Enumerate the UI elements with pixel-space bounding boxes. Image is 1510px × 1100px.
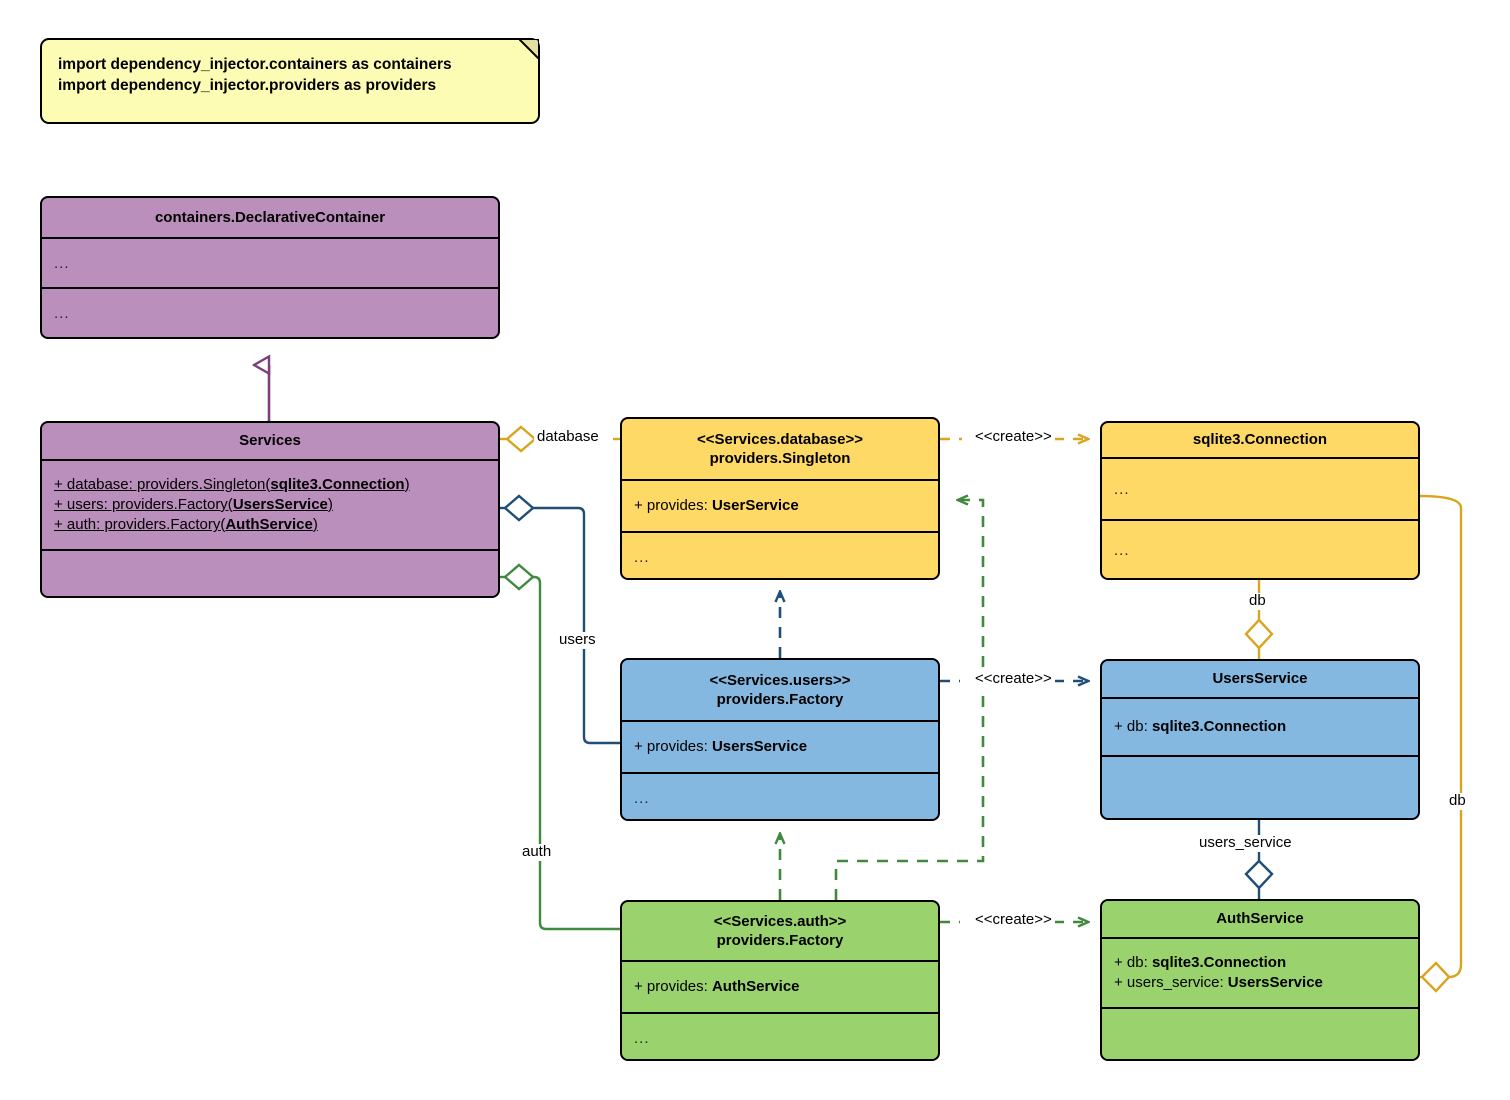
class-attributes-section: + db: sqlite3.Connection <box>1102 699 1418 757</box>
class-operations-section: ... <box>622 1014 938 1059</box>
attribute-row-auth: + auth: providers.Factory(AuthService) <box>54 515 486 535</box>
attr-suffix: ) <box>404 475 410 493</box>
class-sqlite3-connection[interactable]: sqlite3.Connection ... ... <box>1100 421 1420 580</box>
attribute-row-provides: + provides: UserService <box>634 496 926 516</box>
class-users-service[interactable]: UsersService + db: sqlite3.Connection <box>1100 659 1420 820</box>
attr-prefix: + auth: providers.Factory( <box>54 516 226 534</box>
class-operations-section: ... <box>42 289 498 337</box>
attribute-row-provides: + provides: UsersService <box>634 737 926 757</box>
class-operations-section <box>1102 1009 1418 1058</box>
note-line-2: import dependency_injector.providers as … <box>58 77 437 95</box>
attr-prefix: + users_service: <box>1114 974 1228 991</box>
edge-aggregation-usersservice-authservice <box>1244 820 1274 899</box>
attr-type: sqlite3.Connection <box>270 475 405 493</box>
class-operations-section <box>1102 757 1418 817</box>
class-title: AuthService <box>1216 910 1304 928</box>
attr-type: UsersService <box>232 495 328 513</box>
operations-ellipsis: ... <box>634 790 650 807</box>
class-stereotype: <<Services.database>> <box>697 430 863 448</box>
class-attributes-section: + provides: UserService <box>622 481 938 533</box>
attr-prefix: + db: <box>1114 717 1152 735</box>
class-title-section: sqlite3.Connection <box>1102 423 1418 459</box>
attr-suffix: ) <box>312 516 318 534</box>
class-services-database[interactable]: <<Services.database>> providers.Singleto… <box>620 417 940 580</box>
edge-label-create-database: <<create>> <box>972 428 1055 446</box>
note-line-1: import dependency_injector.containers as… <box>58 56 452 73</box>
attribute-row-provides: + provides: AuthService <box>634 977 926 997</box>
attr-type: sqlite3.Connection <box>1151 953 1287 971</box>
import-note: import dependency_injector.containers as… <box>40 38 540 124</box>
class-title-section: Services <box>42 423 498 461</box>
operations-ellipsis: ... <box>1114 542 1130 559</box>
class-declarative-container[interactable]: containers.DeclarativeContainer ... ... <box>40 196 500 339</box>
edge-label-database: database <box>534 428 602 446</box>
edge-label-db-authservice: db <box>1446 792 1469 810</box>
attr-prefix: + db: <box>1114 953 1152 971</box>
attr-suffix: ) <box>327 495 333 513</box>
class-attributes-section: + provides: AuthService <box>622 962 938 1014</box>
attr-type: AuthService <box>225 516 313 534</box>
class-services[interactable]: Services + database: providers.Singleton… <box>40 421 500 598</box>
attr-prefix: + users: providers.Factory( <box>54 495 233 513</box>
attr-type: UserService <box>711 496 799 514</box>
attr-prefix: + provides: <box>634 496 712 514</box>
edge-aggregation-users <box>500 494 620 745</box>
attributes-ellipsis: ... <box>1114 480 1130 498</box>
attribute-row-db: + db: sqlite3.Connection <box>1114 717 1406 737</box>
attr-type: AuthService <box>711 977 800 995</box>
class-title-section: containers.DeclarativeContainer <box>42 198 498 239</box>
class-title: UsersService <box>1212 670 1308 688</box>
class-title-section: <<Services.users>> providers.Factory <box>622 660 938 722</box>
class-title: providers.Factory <box>716 691 844 708</box>
edge-aggregation-db-authservice <box>1418 494 1463 993</box>
class-operations-section: ... <box>622 774 938 819</box>
attr-type: sqlite3.Connection <box>1151 717 1287 735</box>
attribute-row-users-service: + users_service: UsersService <box>1114 973 1406 993</box>
class-attributes-section: ... <box>42 239 498 289</box>
operations-ellipsis: ... <box>634 1030 650 1047</box>
edge-label-create-users: <<create>> <box>972 670 1055 688</box>
attr-prefix: + database: providers.Singleton( <box>54 475 271 493</box>
attribute-row-database: + database: providers.Singleton(sqlite3.… <box>54 475 486 495</box>
class-attributes-section: + db: sqlite3.Connection + users_service… <box>1102 939 1418 1009</box>
class-operations-section: ... <box>622 533 938 578</box>
class-attributes-section: + provides: UsersService <box>622 722 938 774</box>
class-title-section: <<Services.database>> providers.Singleto… <box>622 419 938 481</box>
class-title-section: AuthService <box>1102 901 1418 939</box>
operations-ellipsis: ... <box>54 305 70 322</box>
class-auth-service[interactable]: AuthService + db: sqlite3.Connection + u… <box>1100 899 1420 1061</box>
class-attributes-section: + database: providers.Singleton(sqlite3.… <box>42 461 498 551</box>
class-stereotype: <<Services.auth>> <box>713 912 847 930</box>
edge-label-auth: auth <box>519 843 555 861</box>
class-operations-section <box>42 551 498 596</box>
operations-ellipsis: ... <box>634 549 650 566</box>
class-services-auth[interactable]: <<Services.auth>> providers.Factory + pr… <box>620 900 940 1061</box>
attribute-row-db: + db: sqlite3.Connection <box>1114 953 1406 973</box>
attributes-ellipsis: ... <box>54 254 70 272</box>
class-services-users[interactable]: <<Services.users>> providers.Factory + p… <box>620 658 940 821</box>
edge-aggregation-auth <box>500 563 620 931</box>
attr-prefix: + provides: <box>634 977 712 995</box>
class-title-section: <<Services.auth>> providers.Factory <box>622 902 938 962</box>
class-operations-section: ... <box>1102 521 1418 578</box>
class-title: providers.Factory <box>716 932 844 949</box>
class-stereotype: <<Services.users>> <box>709 671 851 689</box>
attr-prefix: + provides: <box>634 737 712 755</box>
edge-label-db-usersservice: db <box>1246 592 1269 610</box>
class-attributes-section: ... <box>1102 459 1418 521</box>
edge-label-users-service: users_service <box>1196 834 1295 852</box>
class-title: containers.DeclarativeContainer <box>154 208 386 226</box>
note-fold-icon <box>519 39 539 59</box>
class-title: Services <box>239 432 301 450</box>
class-title: sqlite3.Connection <box>1192 431 1328 449</box>
class-title: providers.Singleton <box>709 450 851 467</box>
edge-label-users: users <box>556 631 599 649</box>
class-title-section: UsersService <box>1102 661 1418 699</box>
edge-label-create-auth: <<create>> <box>972 911 1055 929</box>
attr-type: UsersService <box>711 737 808 755</box>
attr-type: UsersService <box>1227 974 1323 991</box>
attribute-row-users: + users: providers.Factory(UsersService) <box>54 495 486 515</box>
